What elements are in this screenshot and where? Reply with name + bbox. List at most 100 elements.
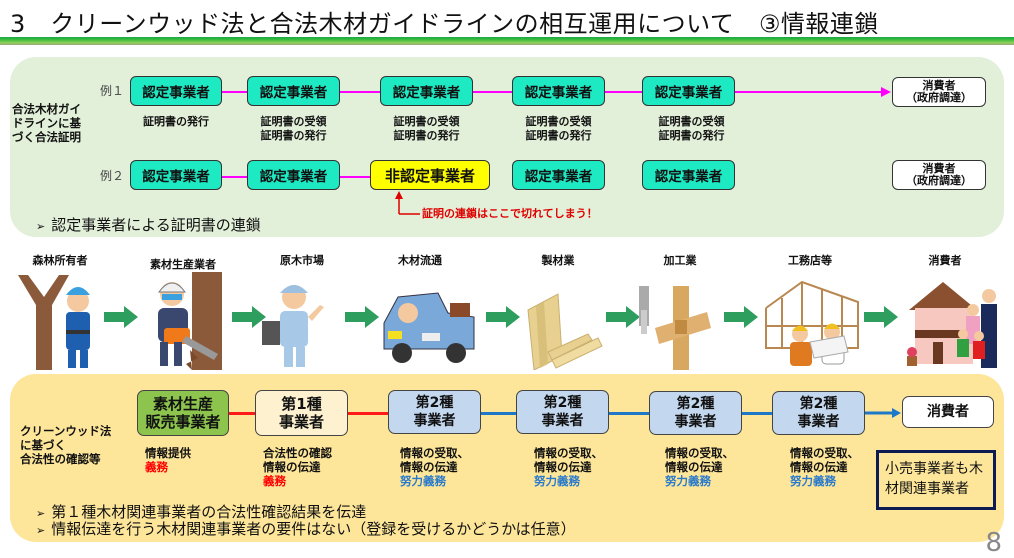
chain-break-note: 証明の連鎖はここで切れてしまう！ bbox=[422, 207, 598, 220]
certified-operator-box: 認定事業者 bbox=[247, 160, 340, 190]
entity-name-line: 事業者 bbox=[278, 413, 324, 431]
lumber-illustration bbox=[527, 293, 603, 370]
chain-line bbox=[335, 91, 380, 93]
caption-line: 証明書の発行 bbox=[393, 129, 460, 142]
stage-label: 木材流通 bbox=[398, 254, 442, 267]
stage-label: 森林所有者 bbox=[32, 254, 88, 267]
entity-name-line: 販売事業者 bbox=[145, 413, 221, 431]
family-house-illustration bbox=[907, 282, 997, 368]
type2-operator-box: 第2種 事業者 bbox=[388, 390, 481, 434]
entity-name-line: 第2種 bbox=[415, 395, 454, 411]
entity-name-line: 事業者 bbox=[674, 414, 717, 430]
caption-line: 証明書の受領 bbox=[525, 115, 592, 128]
break-pointer-arrow bbox=[395, 191, 420, 215]
side-label-line: づく合法証明 bbox=[12, 130, 81, 144]
operator-caption: 証明書の受領 証明書の発行 bbox=[645, 115, 738, 143]
operator-caption: 証明書の受領 証明書の発行 bbox=[380, 115, 473, 143]
consumer-sub-label: （政府調達） bbox=[906, 174, 972, 187]
chain-arrow bbox=[733, 87, 891, 97]
flow-arrow-icon bbox=[104, 306, 138, 328]
retail-note-line: 材関連事業者 bbox=[885, 481, 969, 497]
caption-line: 情報の伝達 bbox=[400, 460, 458, 474]
forest-owner-illustration bbox=[18, 275, 90, 370]
certified-operator-box: 認定事業者 bbox=[130, 76, 222, 106]
flow-arrow-icon bbox=[724, 306, 758, 328]
caption-line: 合法性の確認 bbox=[263, 446, 332, 460]
effort-chain-line bbox=[478, 412, 518, 415]
entity-name-line: 第2種 bbox=[676, 396, 715, 412]
caption-line: 情報の伝達 bbox=[263, 460, 321, 474]
stage-label: 製材業 bbox=[541, 254, 575, 267]
certified-operator-box: 認定事業者 bbox=[512, 160, 605, 190]
certified-operator-box: 認定事業者 bbox=[380, 76, 473, 106]
page-number: 8 bbox=[985, 528, 1002, 558]
effort-obligation-label: 努力義務 bbox=[400, 474, 446, 488]
stage-label: 原木市場 bbox=[280, 254, 324, 267]
obligation-chain-line bbox=[346, 412, 388, 415]
entity-name-line: 事業者 bbox=[541, 413, 584, 429]
obligation-label: 義務 bbox=[263, 474, 286, 488]
caption-line: 情報の伝達 bbox=[790, 460, 848, 474]
operator-caption: 証明書の受領 証明書の発行 bbox=[247, 115, 340, 143]
bullet-text: 情報伝達を行う木材関連事業者の要件はない（登録を受けるかどうかは任意） bbox=[51, 520, 576, 538]
chain-line bbox=[222, 176, 252, 178]
entity-caption: 情報提供 義務 bbox=[145, 446, 191, 474]
side-label-line: 合法性の確認等 bbox=[20, 452, 101, 466]
non-certified-operator-box: 非認定事業者 bbox=[370, 160, 490, 190]
certified-operator-box: 認定事業者 bbox=[512, 76, 605, 106]
chain-line bbox=[222, 91, 252, 93]
type2-operator-box: 第2種 事業者 bbox=[649, 391, 742, 435]
stage-label: 工務店等 bbox=[788, 254, 832, 267]
flow-arrow-icon bbox=[486, 306, 520, 328]
operator-caption: 証明書の発行 bbox=[130, 115, 222, 129]
caption-line: 証明書の受領 bbox=[393, 115, 460, 128]
chain-line bbox=[603, 91, 643, 93]
cleanwood-bullet: ➢第１種木材関連事業者の合法性確認結果を伝達 bbox=[36, 501, 366, 522]
caption-line: 証明書の受領 bbox=[260, 115, 327, 128]
consumer-government-box: 消費者 （政府調達） bbox=[892, 77, 986, 107]
entity-name-line: 素材生産 bbox=[152, 395, 213, 413]
entity-name-line: 事業者 bbox=[413, 413, 456, 429]
stage-label: 消費者 bbox=[928, 254, 962, 267]
caption-line: 情報の伝達 bbox=[665, 460, 723, 474]
flow-arrow-icon bbox=[606, 306, 640, 328]
caption-line: 証明書の発行 bbox=[525, 129, 592, 142]
flow-arrow-icon bbox=[345, 306, 379, 328]
entity-name-line: 第1種 bbox=[281, 395, 322, 413]
timber-truck-illustration bbox=[383, 292, 475, 363]
bullet-text: 第１種木材関連事業者の合法性確認結果を伝達 bbox=[51, 503, 367, 521]
flow-arrow-icon bbox=[232, 306, 266, 328]
caption-line: 情報の受取、 bbox=[665, 446, 734, 460]
guideline-side-label: 合法木材ガイ ドラインに基 づく合法証明 bbox=[12, 102, 81, 144]
entity-name-line: 第2種 bbox=[799, 396, 838, 412]
effort-obligation-label: 努力義務 bbox=[665, 474, 711, 488]
caption-line: 情報の受取、 bbox=[400, 446, 469, 460]
caption-line: 情報の受取、 bbox=[790, 446, 859, 460]
operator-caption: 証明書の受領 証明書の発行 bbox=[512, 115, 605, 143]
effort-obligation-label: 努力義務 bbox=[790, 474, 836, 488]
side-label-line: に基づく bbox=[20, 438, 66, 452]
certified-operator-box: 認定事業者 bbox=[130, 160, 222, 190]
certified-operator-box: 認定事業者 bbox=[642, 76, 735, 106]
obligation-label: 義務 bbox=[145, 460, 168, 474]
consumer-label: 消費者 bbox=[922, 162, 956, 175]
caption-line: 証明書の発行 bbox=[260, 129, 327, 142]
bullet-arrow-icon: ➢ bbox=[36, 524, 46, 537]
caption-line: 情報の伝達 bbox=[534, 460, 592, 474]
entity-caption: 情報の受取、 情報の伝達 努力義務 bbox=[665, 446, 734, 488]
effort-chain-line bbox=[606, 412, 650, 415]
cleanwood-side-label: クリーンウッド法 に基づく 合法性の確認等 bbox=[20, 424, 111, 466]
to-consumer-arrow bbox=[864, 408, 901, 418]
consumer-label: 消費者 bbox=[922, 79, 956, 92]
caption-line: 証明書の受領 bbox=[658, 115, 725, 128]
guideline-bullet: ➢認定事業者による証明書の連鎖 bbox=[36, 214, 261, 235]
retail-note-box: 小売事業者も木 材関連事業者 bbox=[876, 450, 996, 510]
entity-caption: 合法性の確認 情報の伝達 義務 bbox=[263, 446, 332, 488]
stage-label: 素材生産業者 bbox=[150, 258, 216, 271]
caption-line: 情報の受取、 bbox=[534, 446, 603, 460]
entity-caption: 情報の受取、 情報の伝達 努力義務 bbox=[790, 446, 859, 488]
caption-line: 証明書の発行 bbox=[658, 129, 725, 142]
cleanwood-bullet: ➢ 情報伝達を行う木材関連事業者の要件はない（登録を受けるかどうかは任意） bbox=[36, 518, 576, 539]
material-producer-box: 素材生産 販売事業者 bbox=[137, 390, 229, 436]
type2-operator-box: 第2種 事業者 bbox=[772, 391, 865, 435]
